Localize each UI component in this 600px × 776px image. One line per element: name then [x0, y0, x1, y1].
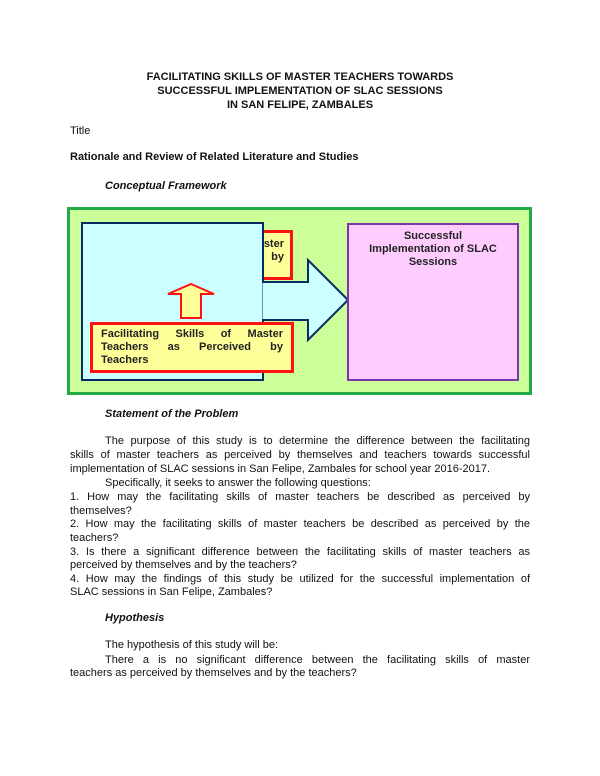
hypothesis-line: There a is no significant difference bet…	[105, 654, 530, 666]
hidden-box-fragment-1: ster	[263, 238, 284, 250]
hypothesis-line: teachers as perceived by themselves and …	[70, 667, 357, 679]
framework-heading: Conceptual Framework	[105, 180, 227, 192]
problem-question-4: 4. How may the findings of this study be…	[70, 573, 530, 585]
problem-line: Specifically, it seeks to answer the fol…	[105, 477, 371, 489]
problem-question-3: 3. Is there a significant difference bet…	[70, 546, 530, 558]
rationale-heading: Rationale and Review of Related Literatu…	[70, 151, 359, 163]
problem-line: teachers?	[70, 532, 119, 544]
hypothesis-line: The hypothesis of this study will be:	[105, 639, 279, 651]
problem-line: themselves?	[70, 505, 132, 517]
doc-title-line-1: FACILITATING SKILLS OF MASTER TEACHERS T…	[146, 71, 454, 83]
hidden-box-fragment-2: by	[271, 251, 284, 263]
teachers-box-line-2: Teachers as Perceived by	[101, 341, 283, 353]
doc-title-line-2: SUCCESSFUL IMPLEMENTATION OF SLAC SESSIO…	[157, 85, 443, 97]
outcome-box-line-2: Implementation of SLAC	[369, 243, 497, 255]
problem-line: implementation of SLAC sessions in San F…	[70, 463, 491, 475]
outcome-box-line-1: Successful	[403, 230, 463, 242]
outcome-box-line-3: Sessions	[408, 256, 458, 268]
problem-line: skills of master teachers as perceived b…	[70, 449, 530, 461]
problem-line: perceived by themselves and by the teach…	[70, 559, 297, 571]
up-arrow-icon	[167, 282, 215, 319]
teachers-box-line-3: Teachers	[101, 354, 149, 366]
problem-line: SLAC sessions in San Felipe, Zambales?	[70, 586, 273, 598]
title-label: Title	[70, 125, 91, 137]
problem-question-1: 1. How may the facilitating skills of ma…	[70, 491, 530, 503]
problem-line: The purpose of this study is to determin…	[105, 435, 530, 447]
doc-title-line-3: IN SAN FELIPE, ZAMBALES	[226, 99, 374, 111]
outcome-box: Successful Implementation of SLAC Sessio…	[347, 223, 519, 381]
hypothesis-heading: Hypothesis	[105, 612, 165, 624]
problem-heading: Statement of the Problem	[105, 408, 239, 420]
teachers-perception-box: Facilitating Skills of Master Teachers a…	[90, 322, 294, 373]
teachers-box-line-1: Facilitating Skills of Master	[101, 328, 283, 340]
right-arrow-icon	[262, 257, 350, 343]
problem-question-2: 2. How may the facilitating skills of ma…	[70, 518, 530, 530]
